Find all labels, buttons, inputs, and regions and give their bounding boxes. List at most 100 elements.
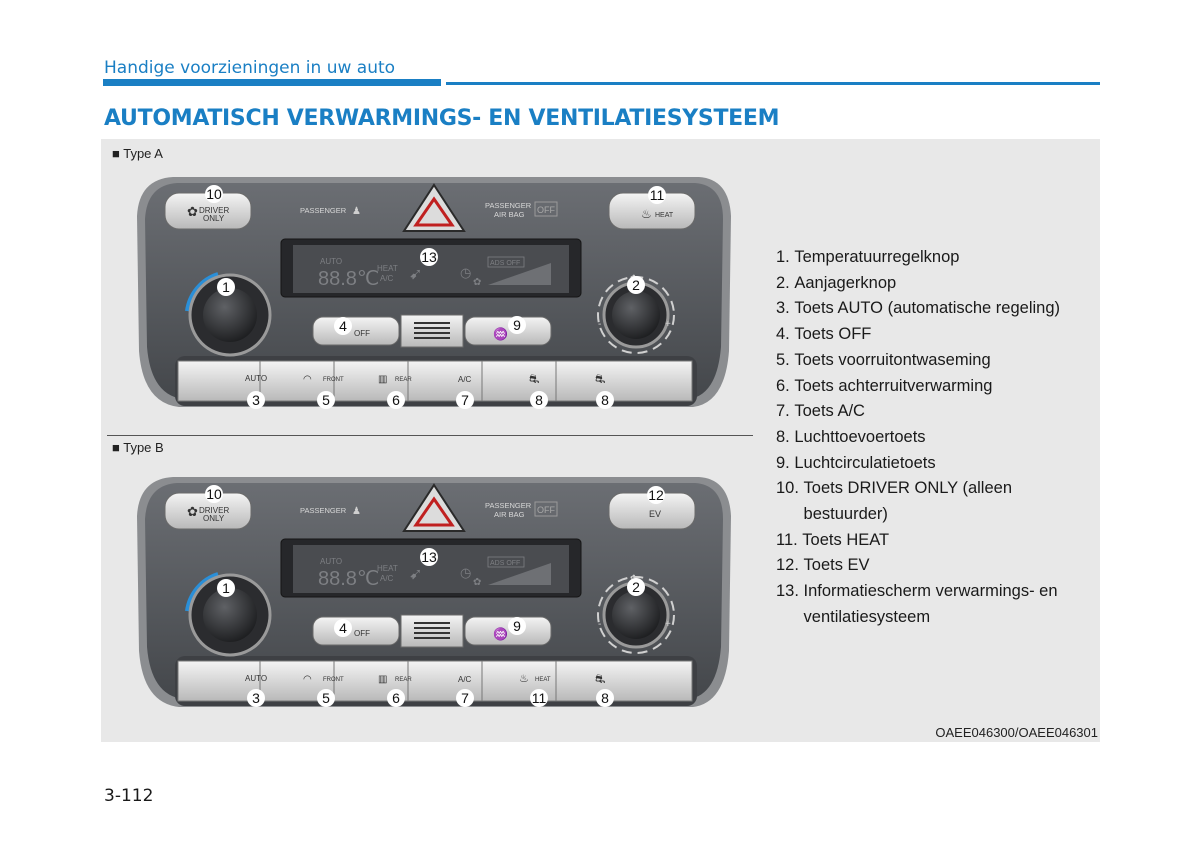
svg-text:4: 4 <box>339 620 347 636</box>
svg-text:3: 3 <box>252 392 260 408</box>
driver-only-label-2: ONLY <box>203 514 225 523</box>
svg-text:10: 10 <box>206 486 222 502</box>
grille-lines <box>414 322 450 339</box>
rear-defrost-icon: ▥ <box>378 374 387 385</box>
svg-text:13: 13 <box>421 249 437 265</box>
legend-item: 13. Informatiescherm verwarmings- en ven… <box>776 582 1058 626</box>
svg-text:8: 8 <box>535 392 543 408</box>
display-auto: AUTO <box>320 257 342 266</box>
display-ads: ADS OFF <box>490 260 520 267</box>
type-b-label: ■ Type B <box>112 440 164 455</box>
fan-plus-label: + <box>665 319 671 330</box>
svg-text:7: 7 <box>461 392 469 408</box>
callout-8: 8 <box>530 391 548 409</box>
callout-5: 5 <box>317 689 335 707</box>
callout-9: 9 <box>508 617 526 635</box>
heat-button-label: HEAT <box>535 677 551 683</box>
off-button[interactable] <box>312 616 400 646</box>
image-code: OAEE046300/OAEE046301 <box>935 725 1098 740</box>
passenger-label: PASSENGER <box>300 506 347 515</box>
svg-text:5: 5 <box>322 392 330 408</box>
svg-text:2: 2 <box>632 579 640 595</box>
callout-8: 8 <box>596 689 614 707</box>
display-clock-icon: ◷ <box>460 565 471 580</box>
callout-12: 12 <box>647 486 665 504</box>
display-clock-icon: ◷ <box>460 265 471 280</box>
auto-button-label: AUTO <box>245 374 267 383</box>
front-defrost-icon: ◠ <box>303 674 312 685</box>
callout-7: 7 <box>456 689 474 707</box>
svg-text:6: 6 <box>392 690 400 706</box>
figure-divider <box>107 435 753 436</box>
callout-8: 8 <box>596 391 614 409</box>
legend-item: 8. Luchttoevoertoets <box>776 427 926 446</box>
fresh-air-icon: ⛐ <box>529 372 539 386</box>
legend-item: 9. Luchtcirculatietoets <box>776 453 936 472</box>
temp-indicator-arc <box>185 572 219 612</box>
callout-10: 10 <box>205 185 223 203</box>
callout-10: 10 <box>205 485 223 503</box>
legend-item: 7. Toets A/C <box>776 402 865 421</box>
page-title: AUTOMATISCH VERWARMINGS- EN VENTILATIESY… <box>104 106 780 131</box>
auto-button-label: AUTO <box>245 674 267 683</box>
recirc-air-button[interactable] <box>555 360 693 402</box>
passenger-label: PASSENGER <box>300 206 347 215</box>
ev-label: EV <box>649 509 661 519</box>
legend-list: 1. Temperatuurregelknop 2. Aanjagerknop … <box>776 245 1096 631</box>
svg-text:8: 8 <box>601 690 609 706</box>
display-ads-box <box>487 556 525 568</box>
rear-defrost-label: REAR <box>395 377 412 383</box>
temperature-knob-cap <box>203 288 257 342</box>
page-number: 3-112 <box>104 786 154 806</box>
heat-label: HEAT <box>655 212 674 219</box>
climate-panel-type-b: ✿ DRIVER ONLY EV PASSENGER ♟ PASSENGER A… <box>137 477 731 707</box>
fan-ring <box>597 576 675 654</box>
callout-1: 1 <box>217 579 235 597</box>
fresh-air-button[interactable] <box>555 660 693 702</box>
legend-item: 3. Toets AUTO (automatische regeling) <box>776 299 1061 318</box>
callout-2: 2 <box>627 578 645 596</box>
svg-text:5: 5 <box>322 690 330 706</box>
header-bar <box>103 79 441 86</box>
hazard-icon <box>413 196 455 227</box>
airbag-off-indicator <box>534 501 558 517</box>
rear-defrost-icon: ▥ <box>378 674 387 685</box>
svg-text:10: 10 <box>206 186 222 202</box>
fan-icon: ✿ <box>187 504 198 519</box>
callout-11: 11 <box>530 689 548 707</box>
temp-indicator-arc <box>185 272 219 312</box>
legend-item: 11. Toets HEAT <box>776 530 890 549</box>
display-airflow-icon: ➹ <box>409 266 422 283</box>
bottom-button-row <box>177 360 693 402</box>
display-temp: 88.8℃ <box>318 568 379 590</box>
recirculation-button[interactable] <box>464 316 552 346</box>
header-rule <box>446 82 1100 85</box>
svg-text:6: 6 <box>392 392 400 408</box>
auto-defog-icon: ♒ <box>493 327 508 341</box>
passenger-icon: ♟ <box>352 206 361 217</box>
svg-text:11: 11 <box>650 187 665 203</box>
display-fan-level <box>488 563 551 585</box>
callout-13: 13 <box>420 548 438 566</box>
legend-item: 10. Toets DRIVER ONLY (alleen bestuurder… <box>776 479 1013 524</box>
passenger-airbag-label-2: AIR BAG <box>494 210 525 219</box>
recirc-air-icon: ⛐ <box>595 372 605 386</box>
svg-text:9: 9 <box>513 317 521 333</box>
svg-text:7: 7 <box>461 690 469 706</box>
svg-text:3: 3 <box>252 690 260 706</box>
svg-text:13: 13 <box>421 549 437 565</box>
passenger-icon: ♟ <box>352 506 361 517</box>
callout-7: 7 <box>456 391 474 409</box>
svg-text:12: 12 <box>648 487 664 503</box>
fresh-air-icon: ⛐ <box>595 672 605 686</box>
svg-text:11: 11 <box>532 690 547 706</box>
rear-defrost-label: REAR <box>395 677 412 683</box>
display-ac: A/C <box>380 274 394 283</box>
display-airflow-icon: ➹ <box>409 566 422 583</box>
callout-1: 1 <box>217 278 235 296</box>
recirculation-button[interactable] <box>464 616 552 646</box>
auto-button[interactable] <box>177 660 261 702</box>
auto-defog-icon: ♒ <box>493 627 508 641</box>
display-ads: ADS OFF <box>490 560 520 567</box>
auto-button[interactable] <box>177 360 261 402</box>
